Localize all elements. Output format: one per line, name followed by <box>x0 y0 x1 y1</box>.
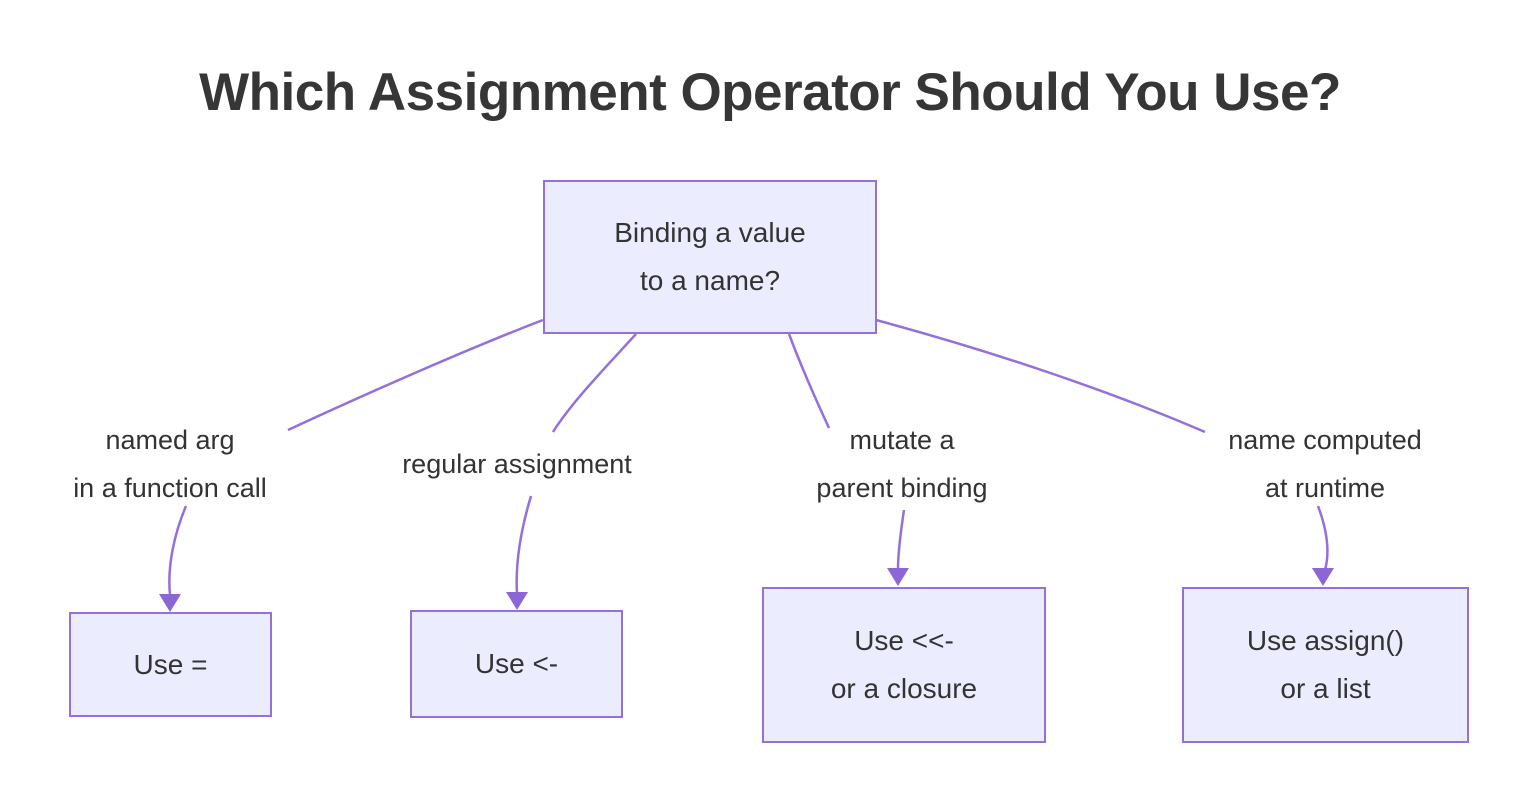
edge-label-named-arg-line2: in a function call <box>73 473 267 504</box>
node-use-superassign-line1: Use <<- <box>854 625 954 657</box>
edge-label-named-arg: named arg in a function call <box>20 416 320 512</box>
edge-label-mutate-parent-line1: mutate a <box>849 425 955 455</box>
edge-label-name-computed-line1: name computed <box>1228 425 1422 455</box>
edge-label-name-computed-line2: at runtime <box>1264 473 1386 504</box>
node-use-equals: Use = <box>69 612 272 717</box>
edge-label-regular-assignment-line1: regular assignment <box>402 449 632 479</box>
node-binding-question: Binding a value to a name? <box>543 180 877 334</box>
edge-mutate-parent-to-use-superassign <box>896 509 906 570</box>
edge-root-to-mutate-parent <box>787 333 831 429</box>
node-use-arrow: Use <- <box>410 610 623 718</box>
node-use-superassign-line2: or a closure <box>830 673 978 704</box>
edge-label-named-arg-line1: named arg <box>105 425 235 455</box>
edge-root-to-name-computed <box>875 318 1206 434</box>
node-use-arrow-line1: Use <- <box>474 648 559 680</box>
arrowhead-use-superassign <box>887 568 909 586</box>
diagram-title: Which Assignment Operator Should You Use… <box>199 63 1341 122</box>
node-use-assign-line2: or a list <box>1280 673 1371 704</box>
edge-root-to-regular-assignment <box>551 333 637 433</box>
edge-label-regular-assignment: regular assignment <box>367 440 667 488</box>
node-use-assign-line1: Use assign() <box>1246 625 1405 657</box>
edge-label-mutate-parent-line2: parent binding <box>816 473 988 504</box>
arrowhead-use-arrow <box>506 592 528 610</box>
node-use-assign: Use assign() or a list <box>1182 587 1469 743</box>
node-binding-question-line1: Binding a value <box>614 217 806 249</box>
edge-name-computed-to-use-assign <box>1316 505 1329 571</box>
edge-regular-assignment-to-use-arrow <box>515 495 533 594</box>
node-use-equals-line1: Use = <box>133 648 208 680</box>
edge-label-mutate-parent: mutate a parent binding <box>752 416 1052 512</box>
node-binding-question-line2: to a name? <box>639 265 781 296</box>
edge-root-to-named-arg <box>287 318 544 432</box>
arrowhead-use-equals <box>159 594 181 612</box>
edge-label-name-computed: name computed at runtime <box>1175 416 1475 512</box>
node-use-superassign: Use <<- or a closure <box>762 587 1046 743</box>
edge-named-arg-to-use-equals <box>168 505 188 596</box>
arrowhead-use-assign <box>1312 568 1334 586</box>
